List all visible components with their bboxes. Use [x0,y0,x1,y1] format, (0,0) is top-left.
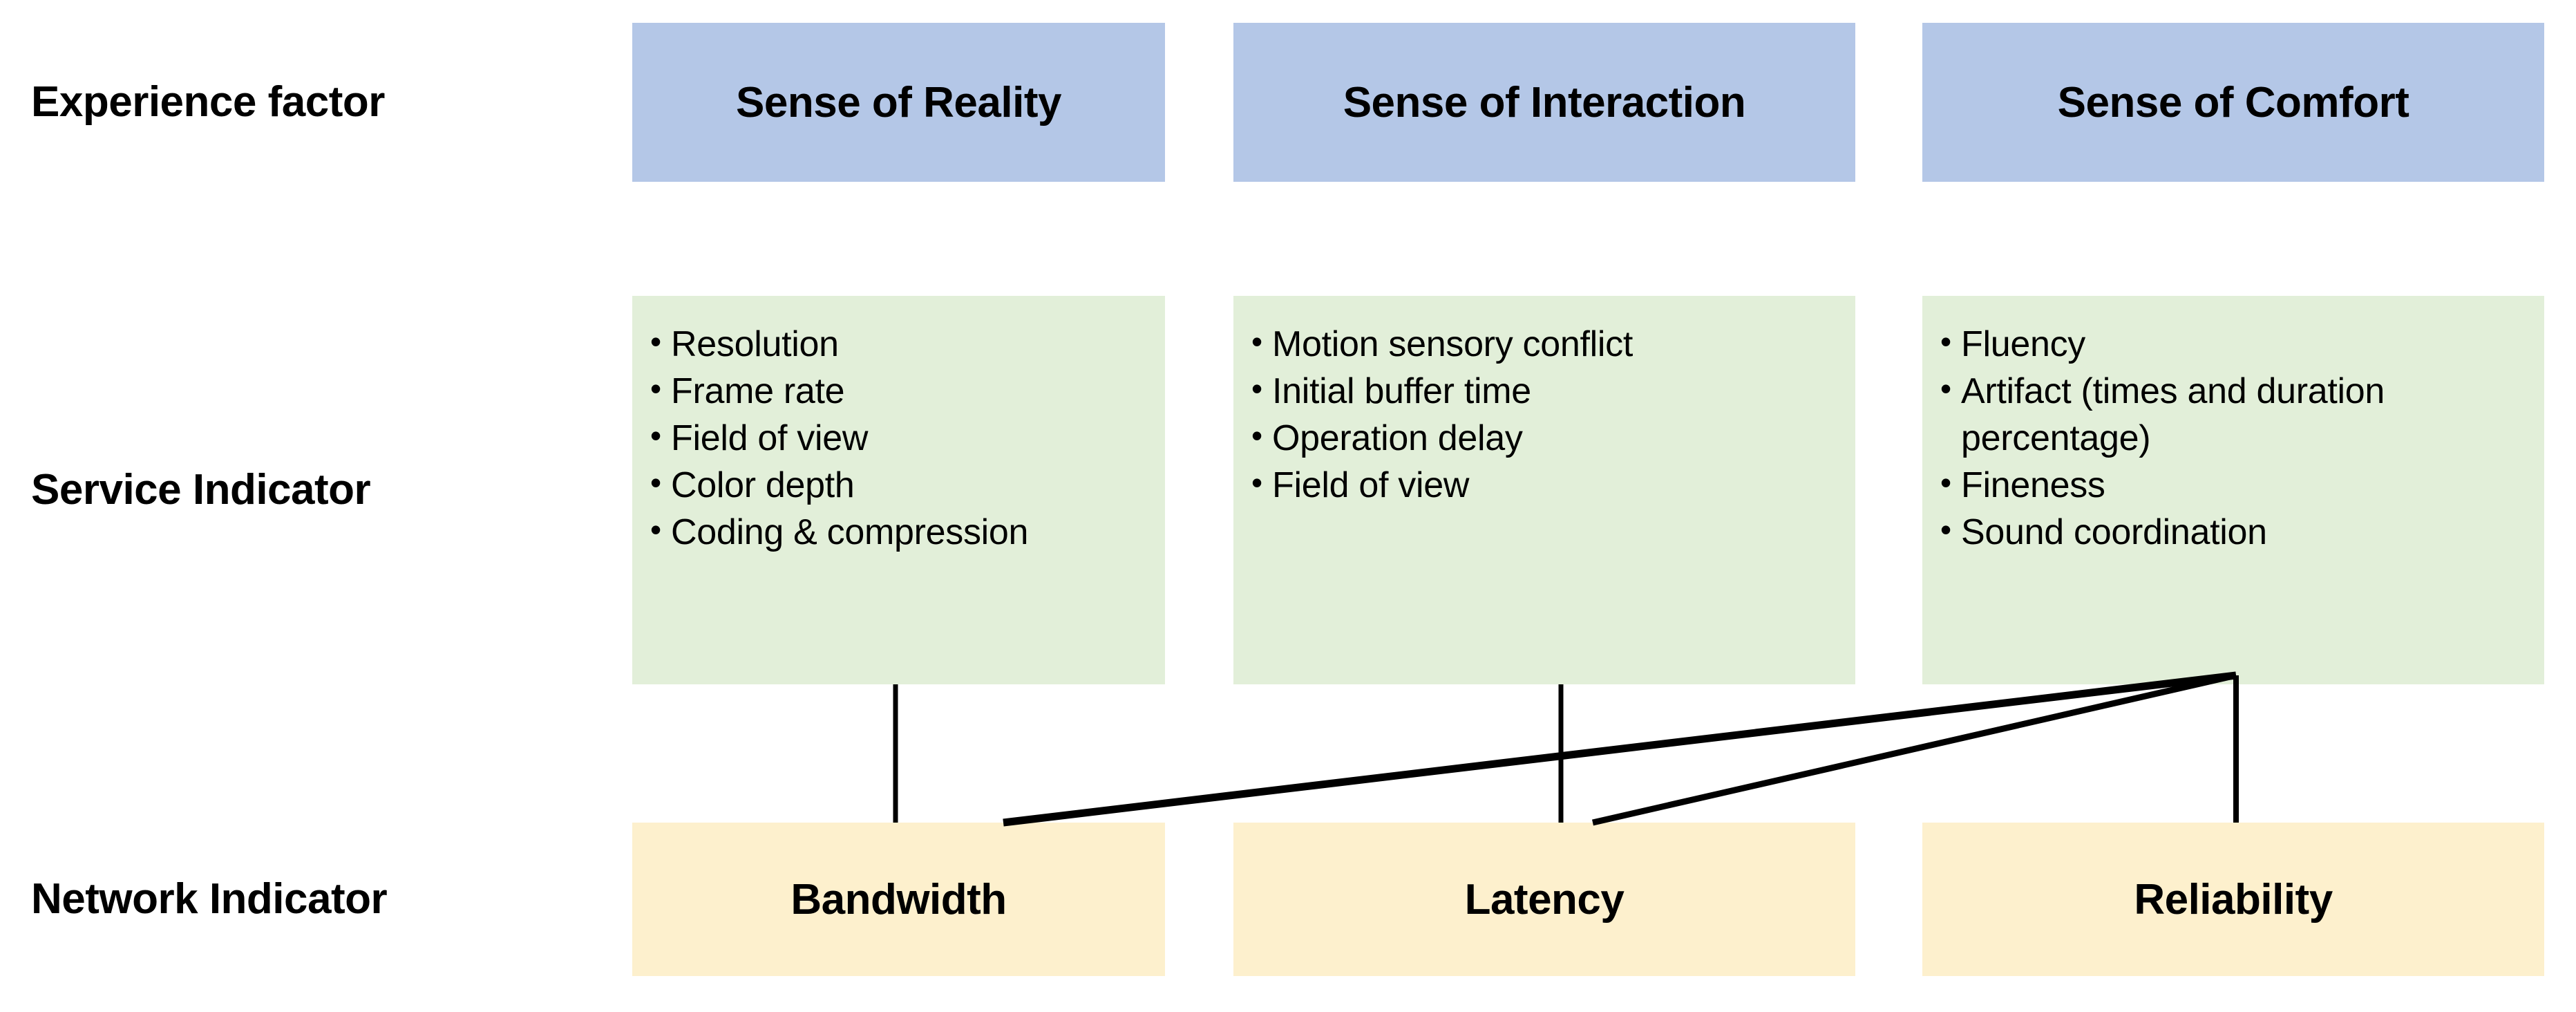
list-item: Coding & compression [647,507,1150,556]
network-box-reliability[interactable]: Reliability [1922,823,2544,976]
service-indicator-list: Fluency Artifact (times and duration per… [1938,319,2529,556]
connector-comfort-to-latency [1591,672,2237,826]
network-box-title: Bandwidth [790,875,1007,924]
service-box-sense-of-comfort[interactable]: Fluency Artifact (times and duration per… [1922,296,2544,684]
list-item: Fineness [1938,460,2529,509]
list-item: Resolution [647,319,1150,368]
network-box-title: Latency [1464,875,1625,924]
list-item: Field of view [1249,460,1840,509]
service-indicator-list: Resolution Frame rate Field of view Colo… [647,319,1150,556]
network-box-bandwidth[interactable]: Bandwidth [632,823,1165,976]
network-box-title: Reliability [2134,875,2333,924]
experience-box-sense-of-interaction[interactable]: Sense of Interaction [1233,23,1855,182]
service-indicator-list: Motion sensory conflict Initial buffer t… [1249,319,1840,509]
list-item: Field of view [647,413,1150,462]
list-item: Initial buffer time [1249,366,1840,415]
service-box-sense-of-reality[interactable]: Resolution Frame rate Field of view Colo… [632,296,1165,684]
experience-box-sense-of-reality[interactable]: Sense of Reality [632,23,1165,182]
list-item: Sound coordination [1938,507,2529,556]
connector-comfort-to-bandwidth [1003,671,2237,827]
network-box-latency[interactable]: Latency [1233,823,1855,976]
list-item: Color depth [647,460,1150,509]
row-label-service-indicator: Service Indicator [31,466,371,514]
experience-box-title: Sense of Comfort [2057,78,2409,126]
experience-box-sense-of-comfort[interactable]: Sense of Comfort [1922,23,2544,182]
experience-box-title: Sense of Interaction [1343,78,1746,126]
list-item: Fluency [1938,319,2529,368]
row-label-network-indicator: Network Indicator [31,875,388,924]
service-box-sense-of-interaction[interactable]: Motion sensory conflict Initial buffer t… [1233,296,1855,684]
list-item: Motion sensory conflict [1249,319,1840,368]
list-item: Artifact (times and duration percentage) [1938,366,2529,462]
experience-box-title: Sense of Reality [736,78,1061,126]
list-item: Operation delay [1249,413,1840,462]
list-item: Frame rate [647,366,1150,415]
row-label-experience-factor: Experience factor [31,78,385,126]
